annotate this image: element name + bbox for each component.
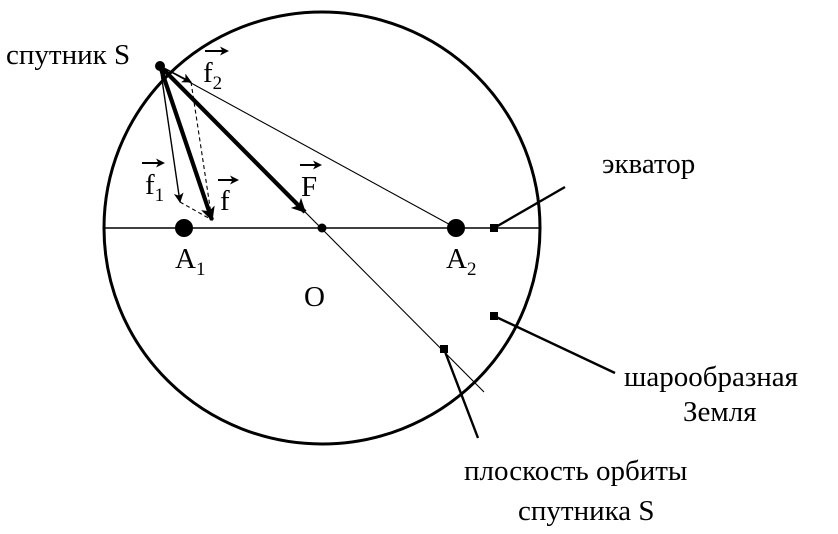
- point-a2: [447, 219, 465, 237]
- vector-f1-subscript: 1: [155, 185, 165, 206]
- dashed-construction-line: [190, 81, 213, 221]
- vector-F-arrow: [158, 64, 307, 214]
- equator-pointer-end: [490, 224, 498, 232]
- earth-pointer: [493, 314, 616, 375]
- equator-label: экватор: [602, 148, 695, 180]
- earth-label-line2: Земля: [683, 396, 757, 428]
- point-a1-label: A1: [175, 243, 205, 280]
- vector-f2-subscript: 2: [213, 73, 223, 94]
- vector-f2-letter: f: [203, 57, 213, 89]
- vector-f1-label: f1: [145, 169, 164, 206]
- vector-f1-overarrow: [142, 158, 165, 168]
- equator-pointer: [493, 185, 566, 230]
- center-point: [317, 223, 327, 233]
- orbit-label-line1: плоскость орбиты: [464, 455, 687, 487]
- center-label: O: [304, 281, 325, 313]
- vector-f-label: f: [220, 185, 230, 217]
- satellite-to-a2-line: [159, 65, 457, 229]
- point-a1-letter: A: [175, 243, 196, 275]
- point-a1-subscript: 1: [196, 259, 206, 280]
- point-a1: [175, 219, 193, 237]
- vector-f-overarrow: [218, 175, 239, 185]
- point-a2-letter: A: [446, 243, 467, 275]
- earth-pointer-end: [490, 312, 498, 320]
- orbit-pointer-end: [440, 345, 448, 353]
- vector-f2-label: f2: [203, 57, 222, 94]
- orbit-label-line2: спутника S: [518, 495, 655, 527]
- orbit-pointer: [442, 348, 480, 439]
- vector-f1-arrow: [159, 65, 184, 203]
- vector-f-arrow: [158, 65, 215, 222]
- satellite-point: [155, 61, 165, 71]
- point-a2-label: A2: [446, 243, 476, 280]
- satellite-label: спутник S: [6, 39, 130, 71]
- vector-F-label: F: [301, 171, 317, 203]
- vector-f2-overarrow: [205, 46, 229, 56]
- point-a2-subscript: 2: [467, 259, 477, 280]
- vector-f1-letter: f: [145, 169, 155, 201]
- vector-F-overarrow: [300, 160, 322, 170]
- earth-label-line1: шарообразная: [624, 361, 798, 393]
